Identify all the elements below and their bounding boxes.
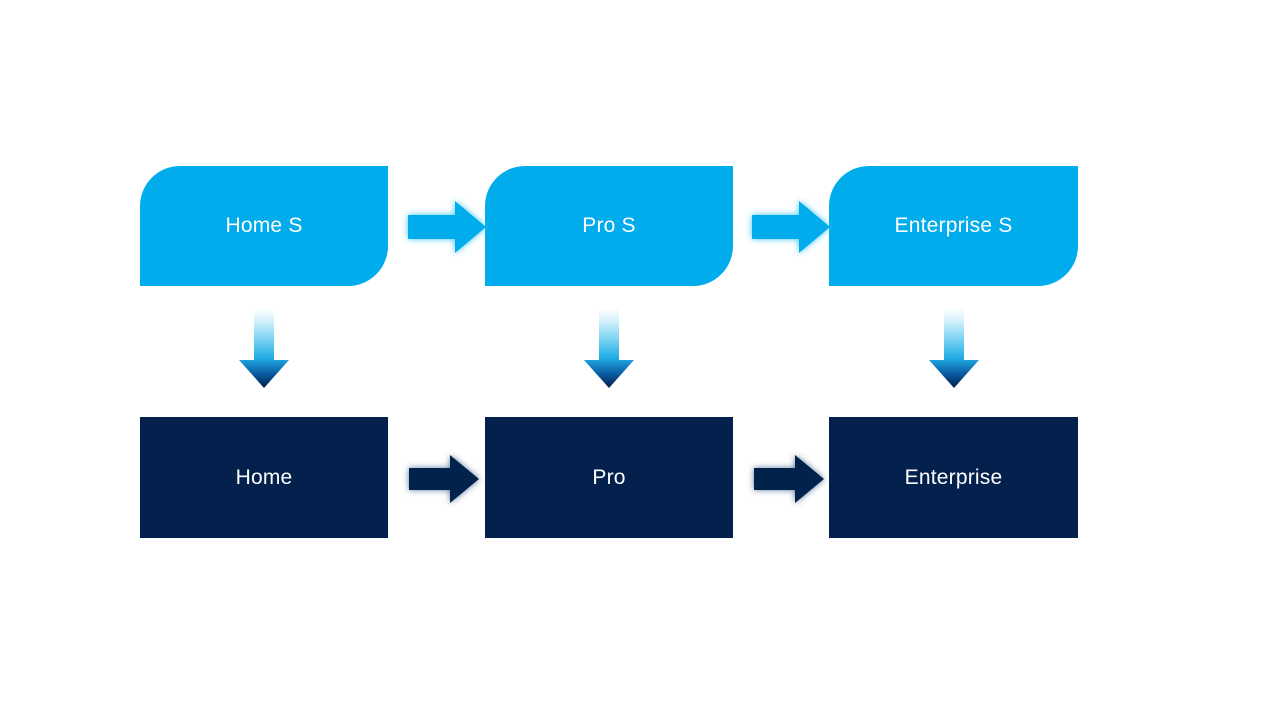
arrow-right-icon xyxy=(409,455,479,503)
node-home-s[interactable]: Home S xyxy=(140,166,388,286)
node-enterprise[interactable]: Enterprise xyxy=(829,417,1078,538)
arrow-down-icon xyxy=(929,308,979,388)
arrow-down-icon xyxy=(584,308,634,388)
node-label: Pro xyxy=(592,465,626,489)
arrow-home-s-to-home xyxy=(233,308,295,390)
node-pro-s[interactable]: Pro S xyxy=(485,166,733,286)
node-label: Enterprise S xyxy=(894,214,1013,238)
arrow-right-icon xyxy=(754,455,824,503)
arrow-down-icon xyxy=(239,308,289,388)
arrow-right-icon xyxy=(408,201,486,253)
node-label: Home xyxy=(235,465,293,489)
node-label: Home S xyxy=(225,214,303,238)
arrow-pro-s-to-pro xyxy=(578,308,640,390)
node-pro[interactable]: Pro xyxy=(485,417,733,538)
arrow-home-s-to-pro-s xyxy=(404,196,490,258)
arrow-right-icon xyxy=(752,201,830,253)
node-label: Enterprise xyxy=(904,465,1003,489)
node-enterprise-s[interactable]: Enterprise S xyxy=(829,166,1078,286)
arrow-home-to-pro xyxy=(405,451,483,507)
arrow-enterprise-s-to-enterprise xyxy=(923,308,985,390)
node-home[interactable]: Home xyxy=(140,417,388,538)
arrow-pro-s-to-enterprise-s xyxy=(748,196,834,258)
node-label: Pro S xyxy=(582,214,636,238)
arrow-pro-to-enterprise xyxy=(750,451,828,507)
